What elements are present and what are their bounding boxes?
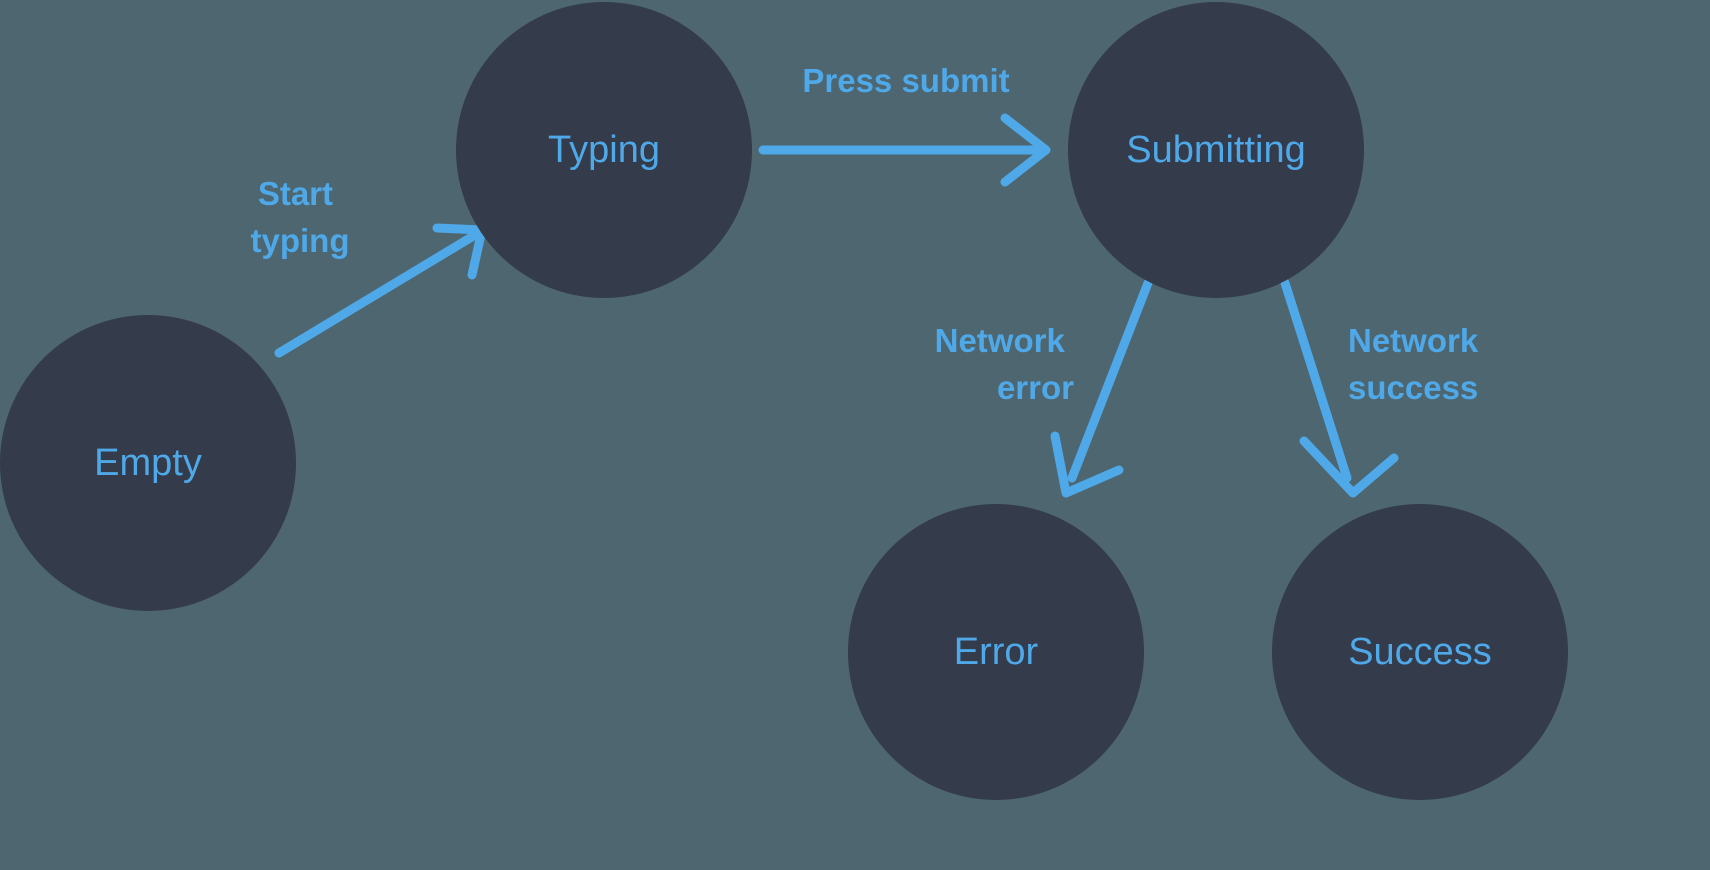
transition-network-success-label-line-2: success <box>1348 369 1478 406</box>
transition-start-typing-label: Start typing <box>251 175 350 259</box>
transition-press-submit-arrowhead <box>1000 113 1051 187</box>
state-node-typing-circle <box>456 2 752 298</box>
state-node-submitting-label: Submitting <box>1126 129 1306 171</box>
transition-network-error-arrowhead <box>1050 431 1124 498</box>
transition-network-success-label-line-1: Network <box>1348 322 1479 359</box>
transition-start-typing-label-line-2: typing <box>251 222 350 259</box>
transition-network-success-line <box>1280 278 1352 483</box>
state-node-success[interactable]: Success <box>1272 504 1568 800</box>
state-node-submitting-circle <box>1068 2 1364 298</box>
state-node-success-circle <box>1272 504 1568 800</box>
transition-press-submit-label: Press submit <box>802 62 1009 99</box>
state-node-submitting[interactable]: Submitting <box>1068 2 1364 298</box>
transition-network-success-arrowhead <box>1299 436 1399 498</box>
transition-network-success[interactable]: Network success <box>1280 278 1487 498</box>
transition-start-typing[interactable]: Start typing <box>251 175 487 358</box>
state-node-typing[interactable]: Typing <box>456 2 752 298</box>
state-node-empty-label: Empty <box>94 442 202 484</box>
transition-press-submit-label-line-1: Press submit <box>802 62 1009 99</box>
transition-start-typing-label-line-1: Start <box>258 175 333 212</box>
transition-press-submit[interactable]: Press submit <box>758 62 1051 187</box>
transition-network-success-label: Network success <box>1348 322 1487 406</box>
transition-network-error-label-line-1: Network <box>935 322 1066 359</box>
state-node-error[interactable]: Error <box>848 504 1144 800</box>
state-node-success-label: Success <box>1348 631 1492 673</box>
state-node-empty[interactable]: Empty <box>0 315 296 611</box>
transition-network-error[interactable]: Network error <box>935 278 1153 498</box>
transition-network-error-label-line-2: error <box>997 369 1074 406</box>
transition-network-error-label: Network error <box>935 322 1075 406</box>
transition-network-error-line <box>1067 278 1153 483</box>
state-node-error-circle <box>848 504 1144 800</box>
state-node-error-label: Error <box>954 631 1039 673</box>
state-node-empty-circle <box>0 315 296 611</box>
state-node-typing-label: Typing <box>548 129 660 171</box>
transition-start-typing-line <box>274 227 485 358</box>
